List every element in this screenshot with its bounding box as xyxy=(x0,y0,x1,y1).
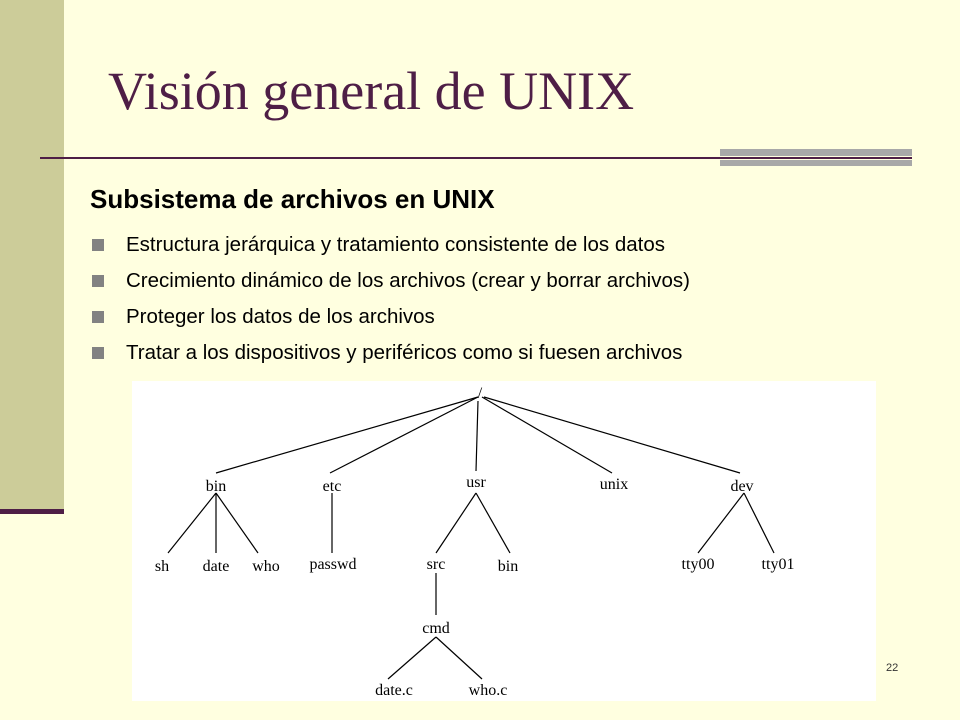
node-tty01: tty01 xyxy=(762,556,795,573)
edge-bin-sh xyxy=(167,492,217,554)
left-accent-band xyxy=(0,0,64,510)
edge-usr-src xyxy=(435,492,477,554)
title-rule-accent-bottom xyxy=(720,160,912,166)
edge-root-etc xyxy=(329,396,479,474)
node-unix: unix xyxy=(600,476,628,493)
bullet-item: Proteger los datos de los archivos xyxy=(92,299,690,335)
tree-labels: / bin etc usr unix dev sh date who passw… xyxy=(155,385,795,699)
edge-usr-bin xyxy=(475,492,511,554)
node-usr-bin: bin xyxy=(498,558,518,575)
square-bullet-icon xyxy=(92,347,104,359)
node-who-c: who.c xyxy=(469,682,508,699)
filesystem-tree-diagram: / bin etc usr unix dev sh date who passw… xyxy=(132,381,876,701)
edge-root-dev xyxy=(483,396,741,474)
node-usr: usr xyxy=(466,474,486,491)
bullet-text: Crecimiento dinámico de los archivos (cr… xyxy=(126,269,690,292)
bullet-text: Estructura jerárquica y tratamiento cons… xyxy=(126,233,665,256)
edge-bin-who xyxy=(215,492,259,554)
node-tty00: tty00 xyxy=(682,556,715,573)
tree-edges xyxy=(167,396,775,680)
node-src: src xyxy=(427,556,446,573)
filesystem-tree-svg: / bin etc usr unix dev sh date who passw… xyxy=(155,385,795,699)
node-passwd: passwd xyxy=(309,556,356,573)
square-bullet-icon xyxy=(92,239,104,251)
node-dev: dev xyxy=(730,478,753,495)
edge-dev-tty01 xyxy=(743,492,775,554)
bullet-text: Proteger los datos de los archivos xyxy=(126,305,435,328)
node-date: date xyxy=(203,558,230,575)
title-underline xyxy=(40,157,912,159)
node-date-c: date.c xyxy=(375,682,413,699)
edge-root-bin xyxy=(215,396,479,474)
page-number: 22 xyxy=(886,662,899,674)
bullet-item: Estructura jerárquica y tratamiento cons… xyxy=(92,227,690,263)
bullet-item: Crecimiento dinámico de los archivos (cr… xyxy=(92,263,690,299)
node-sh: sh xyxy=(155,558,169,575)
node-bin: bin xyxy=(206,478,226,495)
node-who: who xyxy=(252,558,280,575)
left-accent-band-bottom xyxy=(0,509,64,514)
slide-title: Visión general de UNIX xyxy=(108,61,635,121)
node-cmd: cmd xyxy=(422,620,450,637)
bullet-item: Tratar a los dispositivos y periféricos … xyxy=(92,335,690,371)
edge-cmd-datec xyxy=(387,636,437,680)
slide-subtitle: Subsistema de archivos en UNIX xyxy=(90,184,495,214)
edge-root-usr xyxy=(475,400,479,472)
edge-dev-tty00 xyxy=(697,492,745,554)
edge-cmd-whoc xyxy=(435,636,483,680)
bullet-list: Estructura jerárquica y tratamiento cons… xyxy=(92,227,690,371)
title-rule-accent-top xyxy=(720,149,912,156)
bullet-text: Tratar a los dispositivos y periféricos … xyxy=(126,341,683,364)
square-bullet-icon xyxy=(92,275,104,287)
square-bullet-icon xyxy=(92,311,104,323)
node-etc: etc xyxy=(323,478,342,495)
edge-root-unix xyxy=(481,396,613,474)
node-root: / xyxy=(478,385,483,402)
